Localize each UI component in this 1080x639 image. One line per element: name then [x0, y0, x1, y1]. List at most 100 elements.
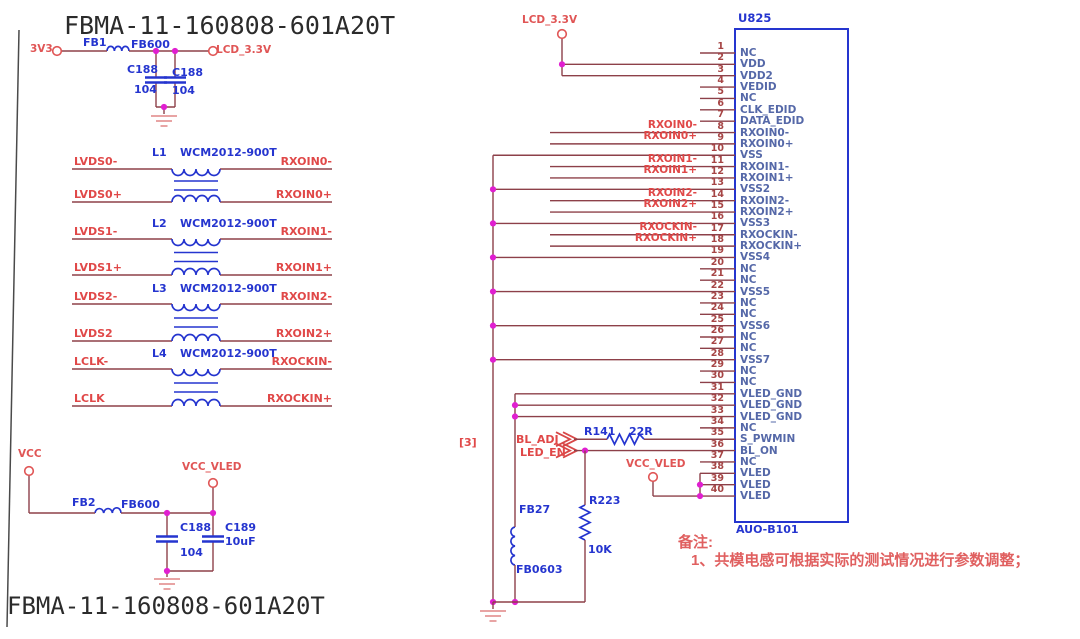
pin-name: VEDID [740, 81, 777, 94]
pin-name: VSS3 [740, 217, 771, 230]
net-label-rxockin+: RXOCKIN+ [266, 392, 332, 405]
pin-name: VLED_GND [740, 410, 803, 423]
ref-r223: R223 [589, 494, 621, 507]
ref-fb2: FB2 [72, 496, 96, 509]
notes-header: 备注: [678, 534, 713, 551]
net-label-lclk: LCLK [74, 392, 105, 405]
port-label-lcd33-left: LCD_3.3V [216, 44, 272, 56]
pin-number: 13 [710, 177, 724, 189]
pin-number: 37 [710, 449, 724, 461]
pin-name: NC [740, 274, 757, 287]
value-c188-b: 104 [172, 84, 195, 97]
port-label-vcc-vled-right: VCC_VLED [626, 458, 686, 470]
pin-number: 30 [710, 370, 724, 382]
net-label-rxockin+: RXOCKIN+ [634, 232, 697, 245]
pin-number: 38 [710, 461, 724, 473]
value-fb2: FB600 [121, 498, 160, 511]
pin-number: 35 [710, 427, 724, 439]
sheet-title-bottom: FBMA-11-160808-601A20T [7, 592, 325, 620]
choke-winding-icon [171, 168, 221, 177]
pin-name: RXOIN1- [740, 160, 790, 173]
pin-number: 10 [710, 143, 724, 155]
port-label-3v3: 3V3 [30, 43, 53, 55]
pin-number: 29 [710, 359, 724, 371]
value-fb1: FB600 [131, 38, 170, 51]
pin-name: NC [740, 262, 757, 275]
pin-name: NC [740, 455, 757, 468]
pin-name: RXOIN2- [740, 194, 790, 207]
port-label-lcd33-mid: LCD_3.3V [522, 14, 578, 26]
pin-number: 19 [710, 245, 724, 257]
pin-number: 26 [710, 325, 724, 336]
port-label-vcc-vled-left: VCC_VLED [182, 461, 242, 473]
pin-number: 17 [710, 222, 724, 234]
pin-number: 16 [710, 211, 724, 223]
pin-name: NC [740, 376, 757, 389]
pin-number: 2 [717, 52, 724, 64]
pin-name: RXOCKIN- [740, 228, 798, 241]
junction-dot [696, 481, 704, 488]
notes-line-1: 1、共模电感可根据实际的测试情况进行参数调整； [691, 552, 1030, 569]
ref-r141: R141 [584, 425, 616, 438]
pin-number: 18 [710, 234, 724, 246]
pin-number: 23 [710, 290, 724, 302]
choke-winding-icon [171, 238, 221, 247]
pin-number: 8 [717, 120, 724, 132]
net-label-lvds1-: LVDS1- [74, 225, 118, 238]
ferrite-fb1-coil-icon [106, 45, 130, 52]
pin-number: 39 [710, 472, 724, 484]
net-label-lvds1+: LVDS1+ [74, 261, 122, 274]
junction-dot [489, 220, 497, 227]
ref-c188-a: C188 [127, 63, 159, 76]
net-label-rxoin0+: RXOIN0+ [643, 129, 697, 142]
pin-name: CLK_EDID [740, 103, 797, 116]
pin-name: VSS [740, 149, 763, 162]
junction-dot [163, 509, 171, 517]
port-label-vcc: VCC [18, 448, 42, 460]
net-label-rxockin-: RXOCKIN- [639, 220, 697, 233]
pin-number: 22 [710, 279, 724, 291]
ferrite-fb2-coil-icon [94, 507, 122, 514]
junction-dot [558, 61, 566, 68]
ref-fb1: FB1 [83, 36, 107, 49]
net-label-lvds0-: LVDS0- [74, 155, 118, 168]
choke-winding-icon [171, 267, 221, 276]
resistor-r141-icon [606, 432, 645, 447]
net-label-rxoin1+: RXOIN1+ [275, 261, 332, 274]
net-label-rxockin-: RXOCKIN- [271, 355, 332, 368]
net-label-rxoin0+: RXOIN0+ [275, 188, 332, 201]
junction-dot [171, 47, 179, 55]
pin-name: VSS5 [740, 285, 771, 298]
pin-name: NC [740, 365, 757, 378]
net-label-lvds0+: LVDS0+ [74, 188, 122, 201]
net-label-lclk-: LCLK- [74, 355, 109, 368]
pin-name: VSS4 [740, 251, 771, 264]
pin-name: BL_ON [740, 444, 778, 457]
pin-name: VLED_GND [740, 387, 803, 400]
pin-name: NC [740, 421, 757, 434]
pin-name: RXOCKIN+ [740, 240, 803, 253]
junction-dot [489, 254, 497, 261]
junction-dot [209, 509, 217, 517]
choke-winding-icon [171, 333, 221, 342]
pin-number: 12 [710, 165, 724, 177]
sheet-title-top: FBMA-11-160808-601A20T [64, 11, 396, 40]
pin-number: 7 [717, 109, 724, 121]
pin-number: 31 [710, 381, 724, 393]
part-auo-b101: AUO-B101 [736, 523, 799, 536]
net-label-rxoin2-: RXOIN2- [280, 290, 332, 303]
pin-name: S_PWMIN [740, 433, 796, 446]
pin-name: VDD2 [740, 69, 773, 82]
choke-winding-icon [171, 303, 221, 312]
pin-name: NC [740, 296, 757, 309]
pin-number: 32 [710, 393, 724, 405]
part-l2: WCM2012-900T [180, 217, 277, 230]
pin-name: VLED [740, 490, 771, 503]
junction-dot [489, 288, 497, 295]
ref-l3: L3 [152, 282, 167, 295]
pin-number: 11 [710, 154, 724, 166]
value-fb27: FB0603 [516, 563, 563, 576]
pin-name: VLED_GND [740, 399, 803, 412]
